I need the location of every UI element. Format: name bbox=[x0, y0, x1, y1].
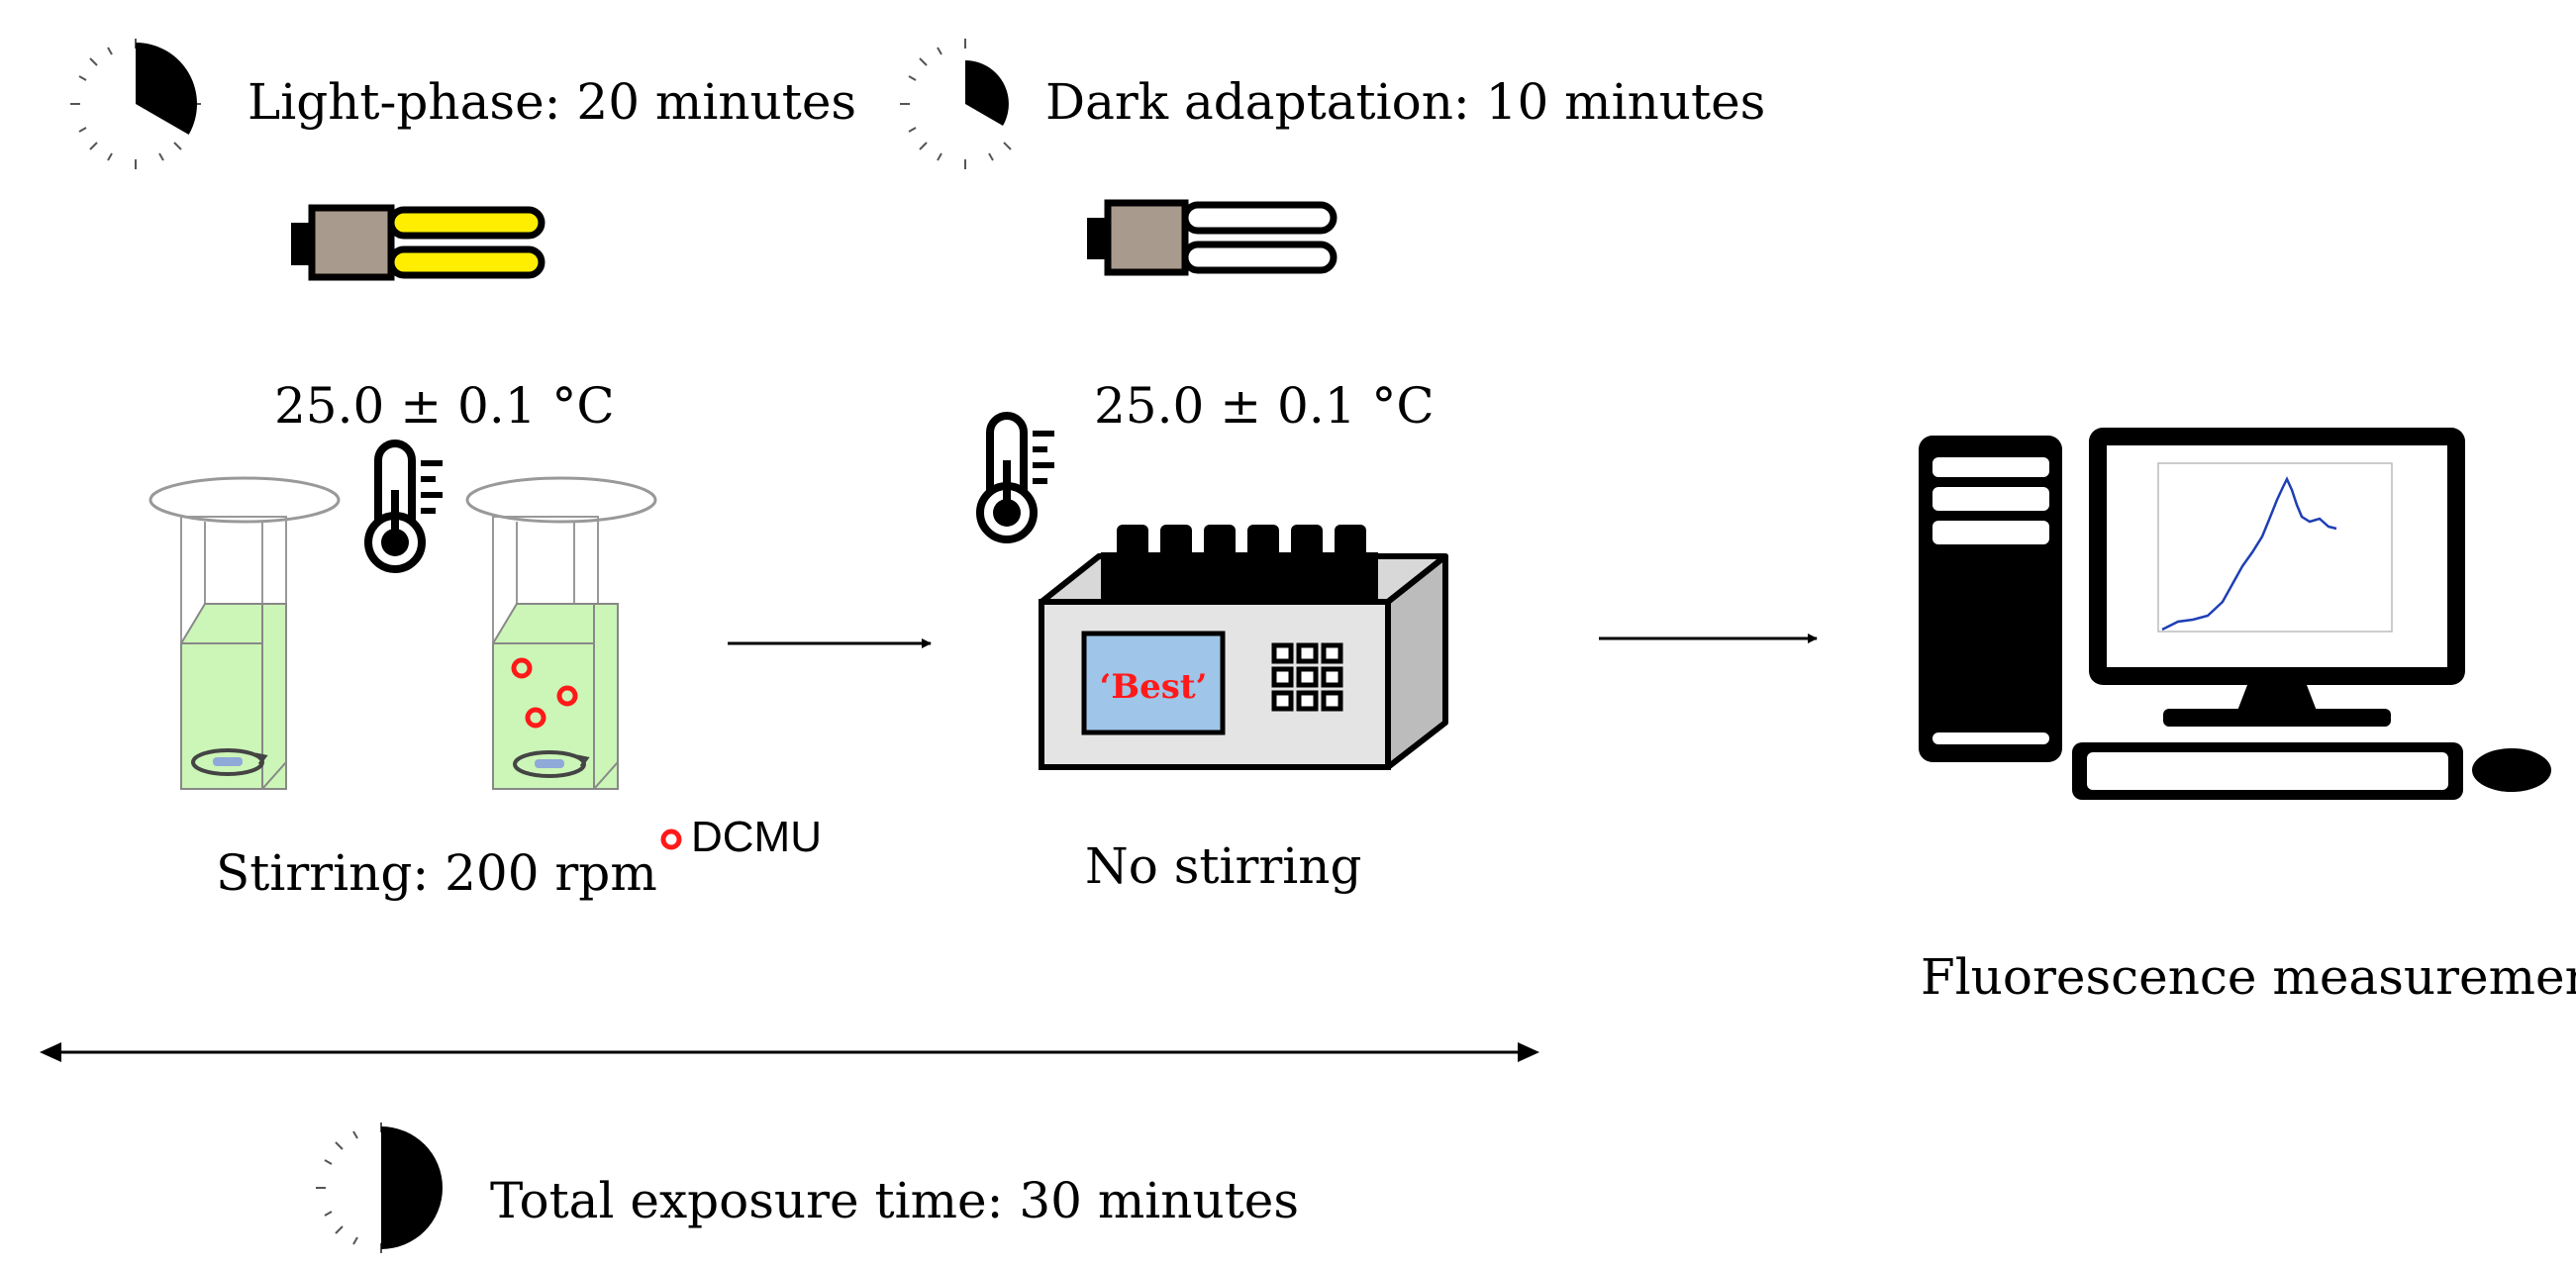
stirring-label: Stirring: 200 rpm bbox=[216, 844, 657, 902]
no-stirring-label: No stirring bbox=[1085, 837, 1362, 895]
dcmu-particles bbox=[511, 657, 578, 729]
dark-phase-clock-icon bbox=[900, 39, 1012, 169]
stir-bar-icon bbox=[513, 750, 590, 778]
computer-mouse bbox=[2472, 748, 2551, 792]
dcmu-legend-label: DCMU bbox=[691, 813, 822, 861]
light-phase-clock-icon bbox=[70, 39, 201, 169]
lamp-off-icon bbox=[1087, 199, 1338, 276]
light-thermometer-icon bbox=[364, 439, 443, 573]
device-screen bbox=[1081, 631, 1226, 735]
computer-icon bbox=[1919, 428, 2551, 800]
lamp-on-icon bbox=[291, 204, 545, 281]
device-keypad bbox=[1271, 642, 1343, 712]
dark-phase-label: Dark adaptation: 10 minutes bbox=[1045, 73, 1766, 131]
stir-bar-icon bbox=[191, 748, 268, 776]
dcmu-legend-marker bbox=[660, 829, 682, 850]
dark-temperature-label: 25.0 ± 0.1 °C bbox=[1094, 377, 1435, 435]
total-exposure-label: Total exposure time: 30 minutes bbox=[490, 1172, 1299, 1229]
cuvette-dcmu-icon bbox=[465, 476, 657, 790]
spectrum-plot bbox=[2157, 462, 2393, 633]
device-screen-text: ‘Best’ bbox=[1100, 667, 1208, 707]
total-exposure-clock-icon bbox=[316, 1123, 443, 1253]
cuvette-control-icon bbox=[149, 476, 341, 790]
duration-double-arrow bbox=[40, 1042, 1539, 1062]
computer-tower bbox=[1919, 436, 2062, 762]
light-phase-label: Light-phase: 20 minutes bbox=[248, 73, 857, 131]
dark-thermometer-icon bbox=[976, 412, 1054, 543]
light-temperature-label: 25.0 ± 0.1 °C bbox=[274, 377, 615, 435]
incubator-device-icon: ‘Best’ bbox=[1039, 525, 1448, 770]
fluorescence-measurements-label: Fluorescence measurements bbox=[1921, 948, 2576, 1006]
